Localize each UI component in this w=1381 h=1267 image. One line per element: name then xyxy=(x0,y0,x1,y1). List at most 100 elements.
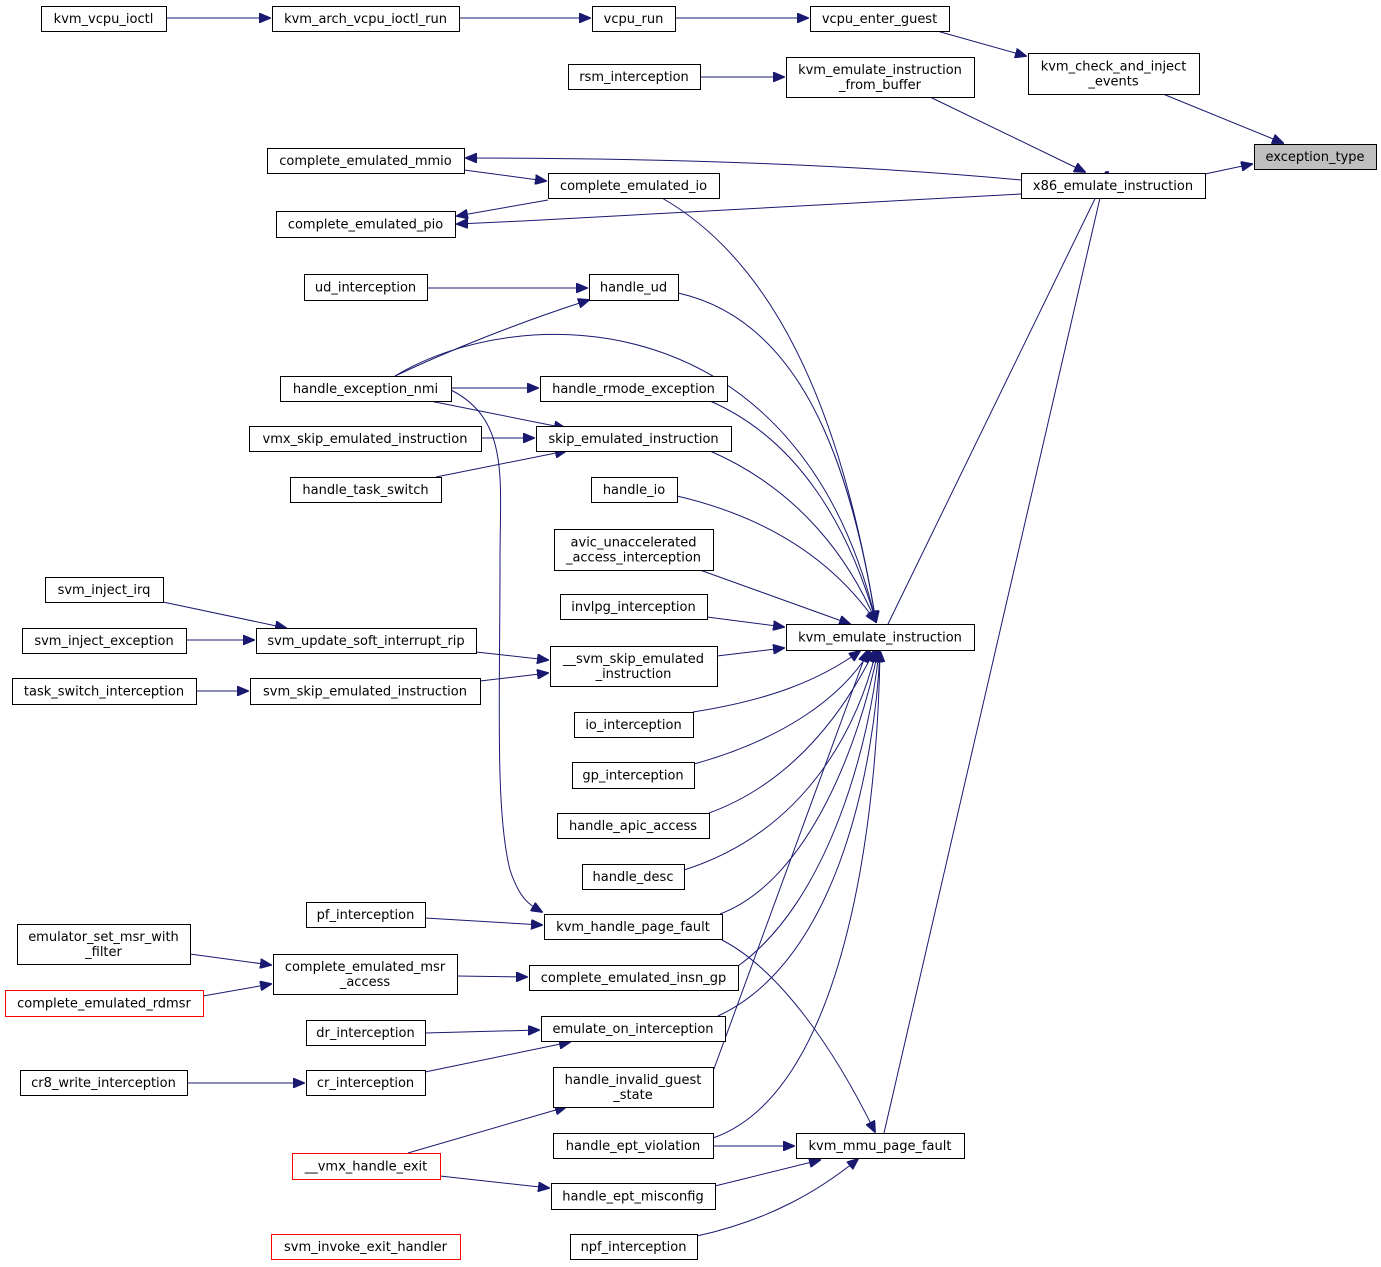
node-box xyxy=(589,274,679,301)
node-handle-ept-misconfig[interactable]: handle_ept_misconfig xyxy=(551,1183,716,1210)
node-svm-inject-irq[interactable]: svm_inject_irq xyxy=(45,577,164,603)
node-gp-interception[interactable]: gp_interception xyxy=(572,762,695,789)
edge-invlpg_interception-to-kvm_emulate_instruction xyxy=(706,616,784,627)
node-handle-rmode-exception[interactable]: handle_rmode_exception xyxy=(540,376,728,402)
node-handle-apic-access[interactable]: handle_apic_access xyxy=(557,813,710,839)
node-pf-interception[interactable]: pf_interception xyxy=(306,902,426,928)
node-box xyxy=(280,376,452,402)
node-handle-desc[interactable]: handle_desc xyxy=(582,864,685,890)
node-cr-interception[interactable]: cr_interception xyxy=(306,1070,426,1096)
node-kvm-emulate-instruction-from-buffer[interactable]: kvm_emulate_instruction_from_buffer xyxy=(786,57,975,98)
node-avic-unaccelerated-access-interception[interactable]: avic_unaccelerated_access_interception xyxy=(554,529,714,571)
node-complete-emulated-pio[interactable]: complete_emulated_pio xyxy=(276,211,456,238)
edge-emulate_on_interception-to-kvm_emulate_instruction xyxy=(717,651,880,1017)
node-label: handle_invalid_guest xyxy=(565,1073,702,1088)
edge-kvm_check_and_inject_events-to-exception_type xyxy=(1162,93,1283,143)
node-kvm-check-and-inject-events[interactable]: kvm_check_and_inject_events xyxy=(1028,53,1200,95)
node-exception-type[interactable]: exception_type xyxy=(1254,144,1377,170)
node-label: vcpu_enter_guest xyxy=(822,12,937,27)
node-task-switch-interception[interactable]: task_switch_interception xyxy=(12,678,197,705)
node-box xyxy=(553,1067,714,1108)
node-box xyxy=(292,1153,441,1180)
node-box xyxy=(290,477,442,503)
node-svm-skip-emulated-instruction[interactable]: svm_skip_emulated_instruction xyxy=(250,678,481,705)
node-box xyxy=(554,529,714,571)
node-complete-emulated-msr-access[interactable]: complete_emulated_msr_access xyxy=(273,954,458,995)
node-handle-ud[interactable]: handle_ud xyxy=(589,274,679,301)
node-label: _instruction xyxy=(595,667,672,682)
edge-complete_emulated_msr_access-to-complete_emulated_insn_gp xyxy=(456,976,527,977)
edge-handle_io-to-kvm_emulate_instruction xyxy=(676,495,876,622)
node-box xyxy=(12,678,197,705)
node-ud-interception[interactable]: ud_interception xyxy=(304,274,428,301)
node-io-interception[interactable]: io_interception xyxy=(574,712,694,738)
node-npf-interception[interactable]: npf_interception xyxy=(570,1234,698,1260)
node-label: kvm_arch_vcpu_ioctl_run xyxy=(284,12,447,27)
node-box xyxy=(267,148,465,174)
node-box xyxy=(786,624,975,651)
node-box xyxy=(271,1234,461,1260)
edge-__vmx_handle_exit-to-handle_ept_misconfig xyxy=(439,1175,549,1188)
edge-handle_ud-to-kvm_emulate_instruction xyxy=(677,292,876,622)
node-handle-task-switch[interactable]: handle_task_switch xyxy=(290,477,442,503)
node-kvm-vcpu-ioctl[interactable]: kvm_vcpu_ioctl xyxy=(41,6,167,32)
node-label: handle_ud xyxy=(600,281,667,296)
edge-handle_desc-to-kvm_emulate_instruction xyxy=(683,651,876,871)
node-handle-invalid-guest-state[interactable]: handle_invalid_guest_state xyxy=(553,1067,714,1108)
node-label: handle_io xyxy=(603,483,665,498)
node-vcpu-run[interactable]: vcpu_run xyxy=(592,6,676,32)
node-label: vmx_skip_emulated_instruction xyxy=(263,432,468,447)
node-skip-emulated-instruction[interactable]: skip_emulated_instruction xyxy=(536,426,732,452)
node-box xyxy=(249,426,482,452)
node-box xyxy=(536,426,732,452)
node-svm-invoke-exit-handler[interactable]: svm_invoke_exit_handler xyxy=(271,1234,461,1260)
node-invlpg-interception[interactable]: invlpg_interception xyxy=(560,594,708,620)
node-label: __vmx_handle_exit xyxy=(304,1160,428,1175)
node-box xyxy=(529,965,739,991)
node-vmx-skip-emulated-instruction[interactable]: vmx_skip_emulated_instruction xyxy=(249,426,482,452)
node-box xyxy=(5,990,204,1017)
node-box xyxy=(786,57,975,98)
node-x86-emulate-instruction[interactable]: x86_emulate_instruction xyxy=(1021,173,1206,199)
node-svm-update-soft-interrupt-rip[interactable]: svm_update_soft_interrupt_rip xyxy=(256,628,477,654)
node-complete-emulated-insn-gp[interactable]: complete_emulated_insn_gp xyxy=(529,965,739,991)
node-kvm-mmu-page-fault[interactable]: kvm_mmu_page_fault xyxy=(796,1133,965,1159)
node-kvm-emulate-instruction[interactable]: kvm_emulate_instruction xyxy=(786,624,975,651)
node-handle-io[interactable]: handle_io xyxy=(591,477,678,503)
node-label: skip_emulated_instruction xyxy=(548,432,718,447)
node-label: kvm_emulate_instruction xyxy=(798,631,962,646)
node-box xyxy=(45,577,164,603)
node-handle-ept-violation[interactable]: handle_ept_violation xyxy=(553,1133,714,1159)
node-cr8-write-interception[interactable]: cr8_write_interception xyxy=(20,1070,188,1096)
node-box xyxy=(250,678,481,705)
edge-x86_emulate_instruction-to-exception_type xyxy=(1204,164,1252,175)
node-kvm-arch-vcpu-ioctl-run[interactable]: kvm_arch_vcpu_ioctl_run xyxy=(272,6,460,32)
edge-npf_interception-to-kvm_mmu_page_fault xyxy=(696,1159,858,1237)
edge-handle_exception_nmi-to-kvm_handle_page_fault xyxy=(450,389,542,912)
node-label: kvm_check_and_inject xyxy=(1041,60,1187,75)
node-box xyxy=(551,1183,716,1210)
node-label: handle_ept_violation xyxy=(566,1139,700,1154)
node-svm-inject-exception[interactable]: svm_inject_exception xyxy=(22,628,187,654)
node-svm-skip-emulated-instruction[interactable]: __svm_skip_emulated_instruction xyxy=(550,646,718,687)
node-box xyxy=(574,712,694,738)
edge-complete_emulated_mmio-to-complete_emulated_io xyxy=(463,169,546,181)
edge-cr_interception-to-emulate_on_interception xyxy=(424,1042,570,1073)
node-label: invlpg_interception xyxy=(571,600,695,615)
node-kvm-handle-page-fault[interactable]: kvm_handle_page_fault xyxy=(544,914,723,940)
node-rsm-interception[interactable]: rsm_interception xyxy=(568,64,701,90)
node-vmx-handle-exit[interactable]: __vmx_handle_exit xyxy=(292,1153,441,1180)
edge-handle_rmode_exception-to-kvm_emulate_instruction xyxy=(709,400,876,622)
node-label: cr_interception xyxy=(317,1076,414,1091)
node-label: rsm_interception xyxy=(579,70,689,85)
node-dr-interception[interactable]: dr_interception xyxy=(306,1020,426,1046)
node-handle-exception-nmi[interactable]: handle_exception_nmi xyxy=(280,376,452,402)
node-label: complete_emulated_rdmsr xyxy=(17,997,191,1012)
node-complete-emulated-io[interactable]: complete_emulated_io xyxy=(548,173,720,199)
edge-complete_emulated_insn_gp-to-kvm_emulate_instruction xyxy=(737,651,879,967)
node-complete-emulated-mmio[interactable]: complete_emulated_mmio xyxy=(267,148,465,174)
node-vcpu-enter-guest[interactable]: vcpu_enter_guest xyxy=(810,6,950,32)
node-emulator-set-msr-with-filter[interactable]: emulator_set_msr_with_filter xyxy=(17,924,191,965)
node-emulate-on-interception[interactable]: emulate_on_interception xyxy=(541,1016,726,1042)
node-complete-emulated-rdmsr[interactable]: complete_emulated_rdmsr xyxy=(5,990,204,1017)
